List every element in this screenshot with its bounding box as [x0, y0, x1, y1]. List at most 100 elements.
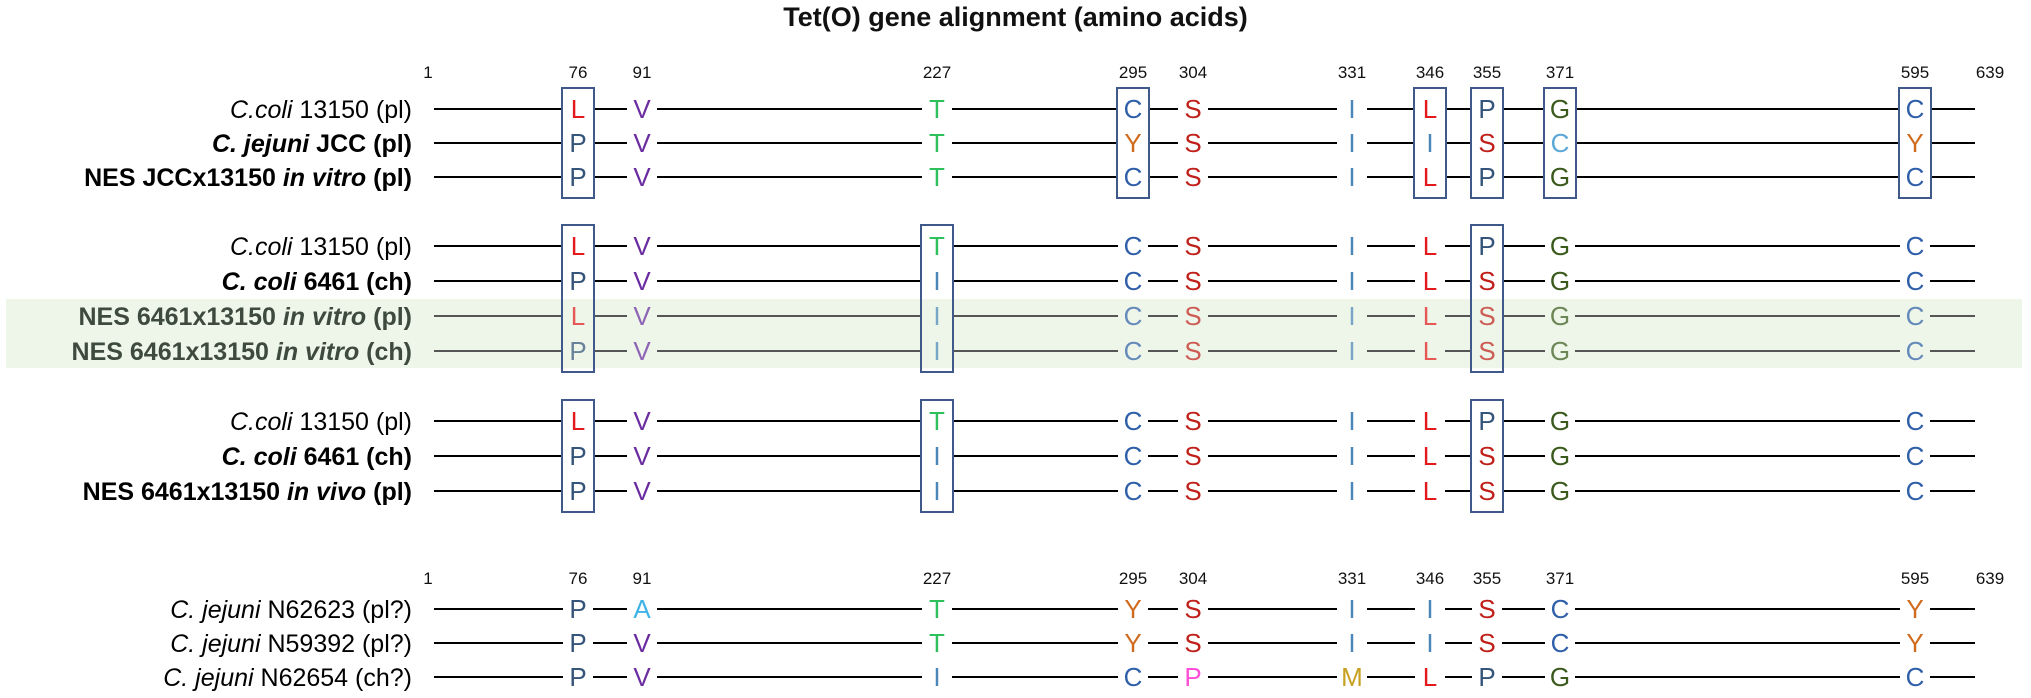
figure-title: Tet(O) gene alignment (amino acids) — [783, 2, 1248, 32]
residue-304: S — [1184, 441, 1201, 471]
position-number: 91 — [633, 569, 652, 588]
strain-label: C. jejuni N62623 (pl?) — [170, 596, 412, 624]
residue-76: P — [569, 628, 586, 658]
variant-column-box — [1470, 399, 1504, 513]
residue-355: P — [1478, 406, 1495, 436]
strain-label-tag: (pl) — [373, 164, 412, 192]
strain-label-tag: (ch) — [366, 338, 412, 366]
residue-346: L — [1423, 441, 1437, 471]
position-number: 346 — [1416, 569, 1444, 588]
position-number: 76 — [569, 569, 588, 588]
residue-371: G — [1550, 266, 1570, 296]
position-number: 595 — [1901, 569, 1929, 588]
residue-76: L — [571, 406, 585, 436]
variant-column-box — [561, 399, 595, 513]
residue-331: I — [1348, 441, 1355, 471]
residue-227: T — [929, 231, 945, 261]
residue-595: C — [1906, 266, 1925, 296]
strain-label-tag: (pl) — [376, 233, 412, 261]
residue-295: Y — [1124, 628, 1141, 658]
residue-295: Y — [1124, 128, 1141, 158]
residue-91: V — [633, 628, 651, 658]
residue-91: V — [633, 162, 651, 192]
strain-label-tag: (pl?) — [362, 630, 412, 658]
variant-column-box — [920, 399, 954, 513]
residue-346: I — [1426, 128, 1433, 158]
strain-label-suffix: 13150 — [292, 408, 375, 436]
strain-label-prefix: NES 6461x13150 — [78, 303, 282, 331]
strain-label-suffix: 13150 — [292, 233, 375, 261]
strain-label-italic: C. coli — [222, 268, 298, 296]
residue-304: S — [1184, 406, 1201, 436]
residue-227: I — [933, 301, 940, 331]
position-number: 295 — [1119, 63, 1147, 82]
strain-label-italic: C.coli — [230, 96, 294, 124]
strain-label: NES 6461x13150 in vivo (pl) — [83, 478, 412, 506]
residue-331: I — [1348, 628, 1355, 658]
variant-column-box — [920, 224, 954, 373]
position-number: 355 — [1473, 63, 1501, 82]
variant-column-box — [561, 224, 595, 373]
residue-595: Y — [1906, 128, 1923, 158]
residue-355: S — [1478, 266, 1495, 296]
residue-91: A — [633, 594, 651, 624]
residue-295: C — [1124, 301, 1143, 331]
residue-331: I — [1348, 594, 1355, 624]
faded-rows-highlight — [6, 299, 2022, 368]
residue-331: I — [1348, 231, 1355, 261]
residue-304: S — [1184, 162, 1201, 192]
position-number: 355 — [1473, 569, 1501, 588]
residue-346: L — [1423, 301, 1437, 331]
strain-label-tag: (ch) — [366, 268, 412, 296]
residue-304: P — [1184, 662, 1201, 692]
residue-227: T — [929, 594, 945, 624]
residue-346: L — [1423, 162, 1437, 192]
strain-label: C. coli 6461 (ch) — [222, 443, 412, 471]
strain-label: C. jejuni N62654 (ch?) — [163, 664, 412, 692]
strain-label: C.coli 13150 (pl) — [230, 96, 412, 124]
residue-595: C — [1906, 406, 1925, 436]
strain-label: NES 6461x13150 in vitro (pl) — [78, 303, 412, 331]
residue-355: S — [1478, 441, 1495, 471]
residue-295: C — [1124, 266, 1143, 296]
residue-595: C — [1906, 476, 1925, 506]
position-number: 76 — [569, 63, 588, 82]
residue-76: P — [569, 266, 586, 296]
residue-227: T — [929, 406, 945, 436]
residue-355: S — [1478, 128, 1495, 158]
residue-355: S — [1478, 336, 1495, 366]
strain-label-italic: in vivo — [287, 478, 366, 506]
residue-227: I — [933, 266, 940, 296]
position-number: 639 — [1976, 63, 2004, 82]
residue-304: S — [1184, 128, 1201, 158]
strain-label-suffix — [359, 338, 366, 366]
residue-371: G — [1550, 662, 1570, 692]
residue-355: P — [1478, 162, 1495, 192]
residue-371: G — [1550, 94, 1570, 124]
strain-label-suffix — [366, 303, 373, 331]
residue-304: S — [1184, 594, 1201, 624]
strain-label-italic: C. jejuni — [163, 664, 255, 692]
residue-295: C — [1124, 441, 1143, 471]
residue-371: G — [1550, 336, 1570, 366]
variant-column-box — [1898, 87, 1932, 199]
residue-355: S — [1478, 476, 1495, 506]
residue-76: P — [569, 336, 586, 366]
residue-355: S — [1478, 594, 1495, 624]
position-number: 371 — [1546, 569, 1574, 588]
position-number: 595 — [1901, 63, 1929, 82]
position-number: 91 — [633, 63, 652, 82]
strain-label: C. jejuni JCC (pl) — [212, 130, 412, 158]
strain-label-italic: C. jejuni — [212, 130, 310, 158]
residue-91: V — [633, 231, 651, 261]
strain-label-italic: in vitro — [283, 164, 366, 192]
residue-595: C — [1906, 336, 1925, 366]
strain-label-tag: (pl?) — [362, 596, 412, 624]
residue-304: S — [1184, 336, 1201, 366]
residue-346: L — [1423, 406, 1437, 436]
residue-595: C — [1906, 162, 1925, 192]
residue-346: L — [1423, 662, 1437, 692]
strain-label: C.coli 13150 (pl) — [230, 233, 412, 261]
residue-304: S — [1184, 94, 1201, 124]
